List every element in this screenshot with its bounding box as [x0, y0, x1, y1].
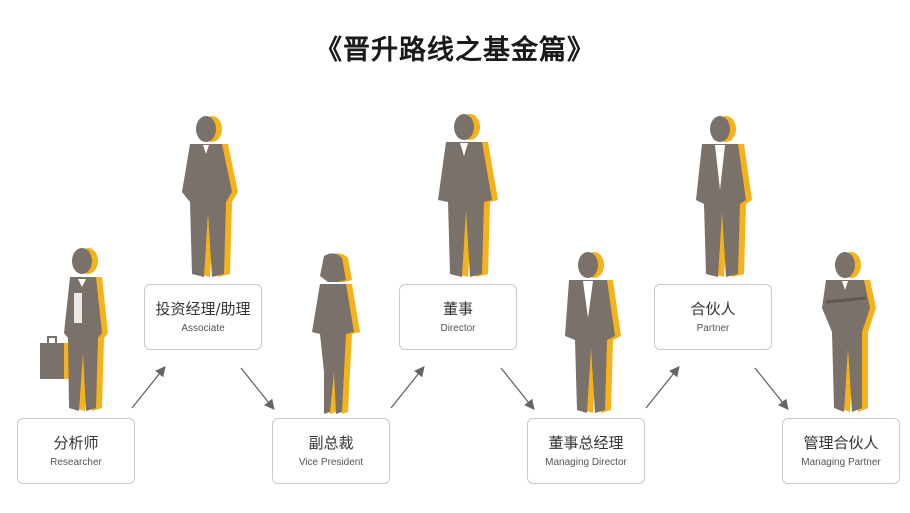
arrow-associate-vp: [240, 367, 275, 411]
managing-director-silhouette-icon: [565, 252, 621, 413]
director-silhouette-icon: [438, 114, 498, 277]
node-researcher: 分析师 Researcher: [17, 418, 135, 484]
node-label-en: Researcher: [50, 456, 102, 468]
node-label-en: Managing Partner: [801, 456, 881, 468]
vice-president-silhouette-icon: [312, 253, 360, 414]
node-label-cn: 分析师: [53, 433, 99, 452]
node-associate: 投资经理/助理 Associate: [144, 284, 262, 350]
arrow-md-partner: [645, 365, 680, 409]
node-label-cn: 董事总经理: [548, 433, 624, 452]
node-partner: 合伙人 Partner: [654, 284, 772, 350]
managing-partner-silhouette-icon: [822, 252, 876, 412]
node-label-cn: 副总裁: [308, 433, 354, 452]
node-label-en: Director: [440, 322, 476, 334]
partner-silhouette-icon: [696, 116, 752, 277]
node-label-en: Managing Director: [545, 456, 627, 468]
researcher-silhouette-icon: [40, 248, 108, 411]
node-managing-partner: 管理合伙人 Managing Partner: [782, 418, 900, 484]
arrow-vp-director: [390, 365, 425, 409]
node-label-cn: 管理合伙人: [803, 433, 879, 452]
arrow-director-md: [500, 367, 535, 411]
node-director: 董事 Director: [399, 284, 517, 350]
arrow-partner-mp: [754, 367, 789, 411]
node-managing-director: 董事总经理 Managing Director: [527, 418, 645, 484]
arrow-researcher-associate: [131, 365, 166, 409]
associate-silhouette-icon: [182, 116, 238, 277]
node-vice-president: 副总裁 Vice President: [272, 418, 390, 484]
node-label-cn: 合伙人: [690, 299, 736, 318]
diagram-title: 《晋升路线之基金篇》: [315, 35, 595, 66]
node-label-cn: 投资经理/助理: [155, 299, 251, 318]
node-label-en: Associate: [181, 322, 225, 334]
node-label-cn: 董事: [442, 299, 473, 318]
node-label-en: Vice President: [298, 456, 364, 468]
node-label-en: Partner: [696, 322, 730, 334]
